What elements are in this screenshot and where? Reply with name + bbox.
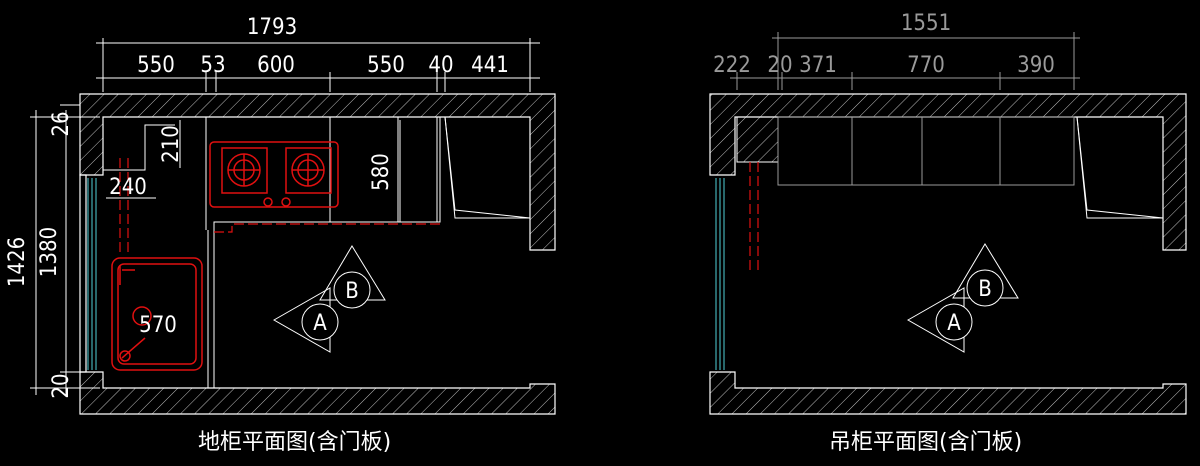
dim-segment-3: 371 bbox=[799, 53, 837, 78]
dim-segment-1: 222 bbox=[713, 53, 751, 78]
top-dimensions bbox=[96, 38, 540, 92]
dim-inner-depth: 1380 bbox=[37, 227, 62, 277]
view-marker-b bbox=[952, 243, 1019, 307]
water-pipe bbox=[119, 158, 440, 256]
dim-segment-4: 770 bbox=[907, 53, 945, 78]
dim-580: 580 bbox=[369, 153, 394, 191]
left-dimensions bbox=[30, 104, 401, 395]
dim-total-width: 1793 bbox=[247, 15, 297, 40]
dim-top-offset: 26 bbox=[49, 111, 74, 136]
view-label-b: B bbox=[978, 277, 992, 302]
dim-segment-1: 550 bbox=[137, 53, 175, 78]
view-label-a: A bbox=[947, 311, 961, 336]
dim-total-width: 1551 bbox=[901, 11, 951, 36]
window bbox=[715, 178, 725, 370]
dim-segment-4: 550 bbox=[367, 53, 405, 78]
sink bbox=[111, 257, 203, 371]
dim-segment-2: 53 bbox=[200, 53, 225, 78]
dim-segment-6: 441 bbox=[471, 53, 509, 78]
dim-570: 570 bbox=[139, 313, 177, 338]
dim-total-depth: 1426 bbox=[5, 237, 30, 287]
dim-segment-2: 20 bbox=[767, 53, 792, 78]
wall-plan-title: 吊柜平面图(含门板) bbox=[829, 430, 1023, 455]
dim-segment-5: 390 bbox=[1017, 53, 1055, 78]
stove bbox=[209, 141, 339, 208]
walls bbox=[709, 93, 1187, 415]
counter-outline bbox=[102, 116, 441, 389]
view-label-a: A bbox=[313, 311, 327, 336]
wall-cabinets bbox=[736, 116, 1075, 186]
window bbox=[87, 178, 97, 370]
dim-210: 210 bbox=[159, 125, 184, 163]
fridge-door bbox=[444, 116, 531, 219]
dim-segment-5: 40 bbox=[428, 53, 453, 78]
view-marker-a bbox=[906, 287, 973, 353]
dim-240: 240 bbox=[109, 175, 147, 200]
view-label-b: B bbox=[345, 279, 359, 304]
view-marker-b bbox=[319, 245, 386, 309]
base-cabinet-plan: 1793 550 53 600 550 40 441 1426 1380 26 … bbox=[5, 15, 556, 415]
view-marker-a bbox=[272, 287, 339, 353]
dim-segment-3: 600 bbox=[257, 53, 295, 78]
base-plan-title: 地柜平面图(含门板) bbox=[198, 430, 392, 455]
dim-bottom-offset: 20 bbox=[49, 373, 74, 398]
water-pipe bbox=[749, 162, 759, 272]
wall-cabinet-plan: 1551 222 20 371 770 390 A B bbox=[709, 11, 1187, 415]
top-dimensions bbox=[730, 32, 1080, 90]
fridge-door bbox=[1076, 116, 1164, 219]
